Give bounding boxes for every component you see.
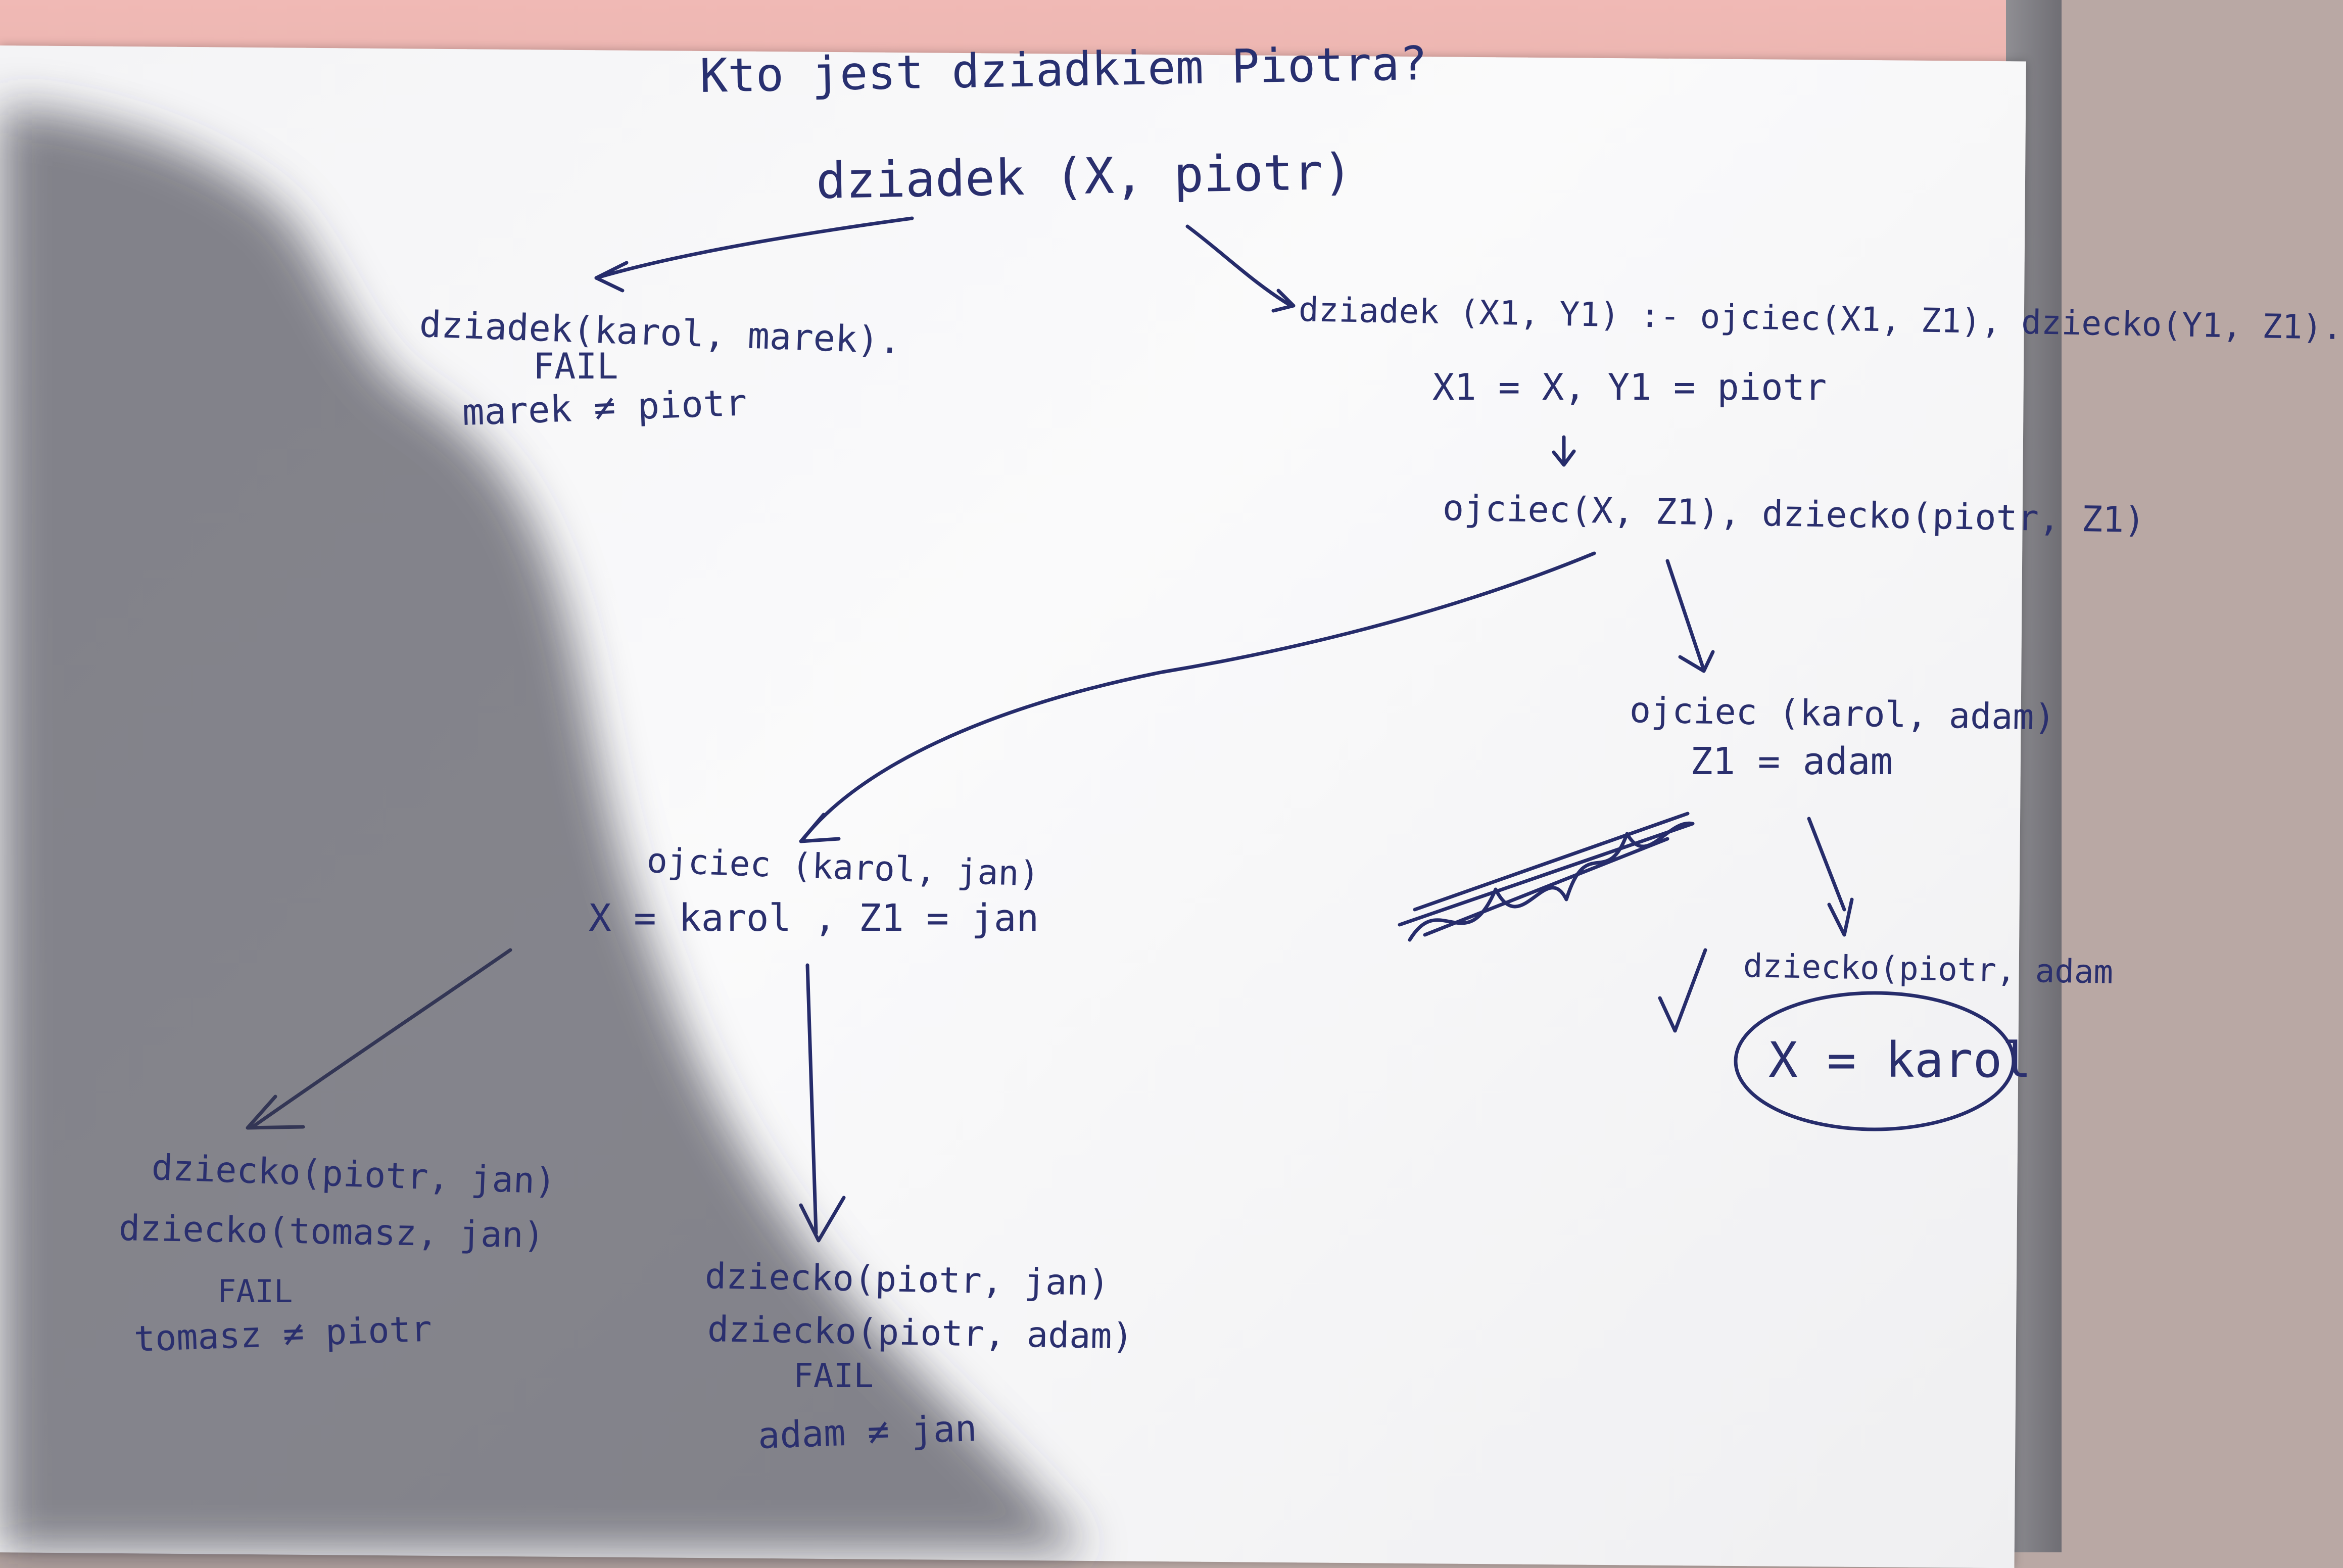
arrowhead-jan-to-right (799, 1196, 846, 1243)
left-reason: marek ≠ piotr (461, 381, 748, 434)
jan-right-line2: dziecko(piotr, adam) (707, 1308, 1134, 1357)
adam-binding: Z1 = adam (1690, 740, 1893, 783)
answer-ellipse (1734, 991, 2016, 1131)
scribble-crossout (1398, 812, 1695, 942)
arrowhead-adam-to-child (1827, 897, 1854, 937)
jan-right-reason: adam ≠ jan (757, 1406, 978, 1457)
jan-left-fail: FAIL (217, 1273, 293, 1310)
rule-binding: X1 = X, Y1 = piotr (1432, 366, 1827, 408)
arrowhead-root-to-rule (1271, 289, 1296, 313)
arrowhead-goal-to-jan (799, 813, 841, 843)
arrow-jan-to-right (805, 963, 818, 1235)
jan-right-fail: FAIL (793, 1356, 874, 1395)
diagram-title: Kto jest dziadkiem Piotra? (699, 36, 1428, 103)
check-mark (1658, 948, 1707, 1033)
jan-right-line1: dziecko(piotr, jan) (704, 1255, 1110, 1304)
arrow-goal-to-jan (801, 551, 1596, 841)
jan-left-reason: tomasz ≠ piotr (133, 1308, 433, 1360)
adam-child: dziecko(piotr, adam (1743, 947, 2114, 991)
left-fail: FAIL (533, 346, 618, 387)
adam-fact: ojciec (karol, adam) (1629, 689, 2056, 738)
arrowhead-rule-to-goal (1552, 449, 1576, 467)
arrowhead-goal-to-adam (1678, 650, 1715, 673)
arrow-root-to-rule (1185, 224, 1293, 308)
root-query: dziadek (X, piotr) (816, 143, 1353, 210)
arrow-adam-to-child (1807, 817, 1846, 912)
jan-binding: X = karol , Z1 = jan (589, 896, 1039, 940)
arrow-goal-to-adam (1665, 559, 1705, 669)
arrowhead-root-to-fact (594, 261, 629, 293)
jan-left-line2: dziecko(tomasz, jan) (118, 1207, 545, 1256)
arrow-jan-to-left (251, 948, 512, 1129)
arrow-root-to-fact (594, 216, 914, 280)
final-answer: X = karol (1768, 1032, 2032, 1088)
